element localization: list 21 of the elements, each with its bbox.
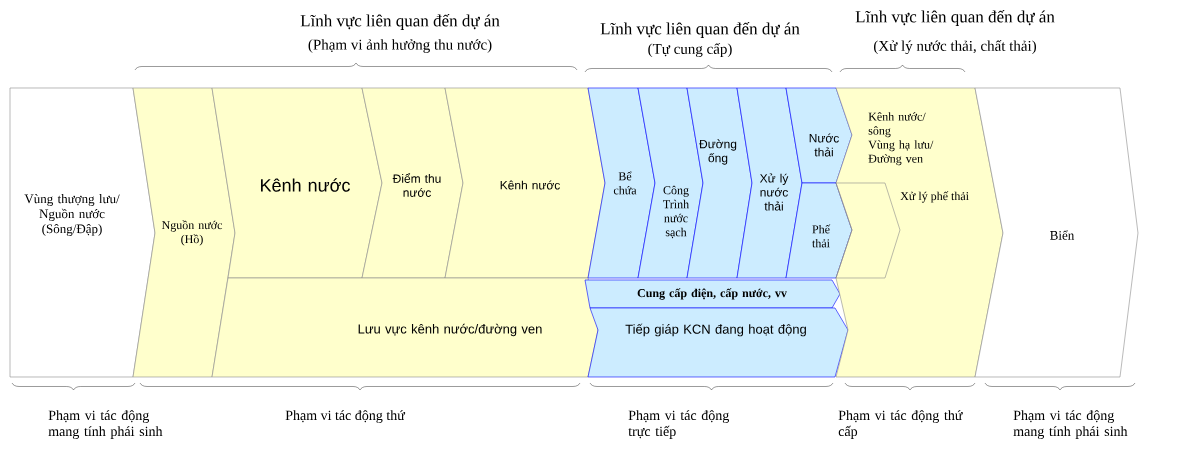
heading: Lĩnh vực liên quan đến dự án <box>300 14 500 30</box>
scope-label: Phạm vi tác động trực tiếp <box>628 410 729 439</box>
chevron-box: Cung cấp điện, cấp nước, vv <box>584 279 841 309</box>
scope-label: Phạm vi tác động thứ cấp <box>838 410 963 439</box>
chevron-box: Bể chứa <box>587 87 656 279</box>
heading: Lĩnh vực liên quan đến dự án <box>600 22 800 38</box>
heading: (Tự cung cấp) <box>648 42 732 58</box>
heading: Lĩnh vực liên quan đến dự án <box>855 10 1055 26</box>
chevron-box: Xử lý nước thải <box>736 87 803 279</box>
scope-label: Phạm vi tác động mang tính phái sinh <box>1013 410 1128 439</box>
chevron-box: Vùng thượng lưu/ Nguồn nước (Sông/Đập) <box>9 87 156 378</box>
chevron-box: Biển <box>974 87 1139 378</box>
chevron-shape <box>835 182 901 279</box>
chevron-box: Nguồn nước (Hồ) <box>132 87 236 378</box>
heading: (Phạm vi ảnh hưởng thu nước) <box>308 39 492 53</box>
scope-label: Phạm vi tác động mang tính phái sinh <box>48 410 163 439</box>
heading: (Xử lý nước thải, chất thải) <box>874 39 1036 55</box>
chevron-box: Lưu vực kênh nước/đường ven <box>211 277 599 378</box>
chevron-box: Điểm thu nước <box>361 87 464 279</box>
scope-label: Phạm vi tác động thứ <box>285 410 406 423</box>
chevron-box: Kênh nước <box>444 87 606 279</box>
